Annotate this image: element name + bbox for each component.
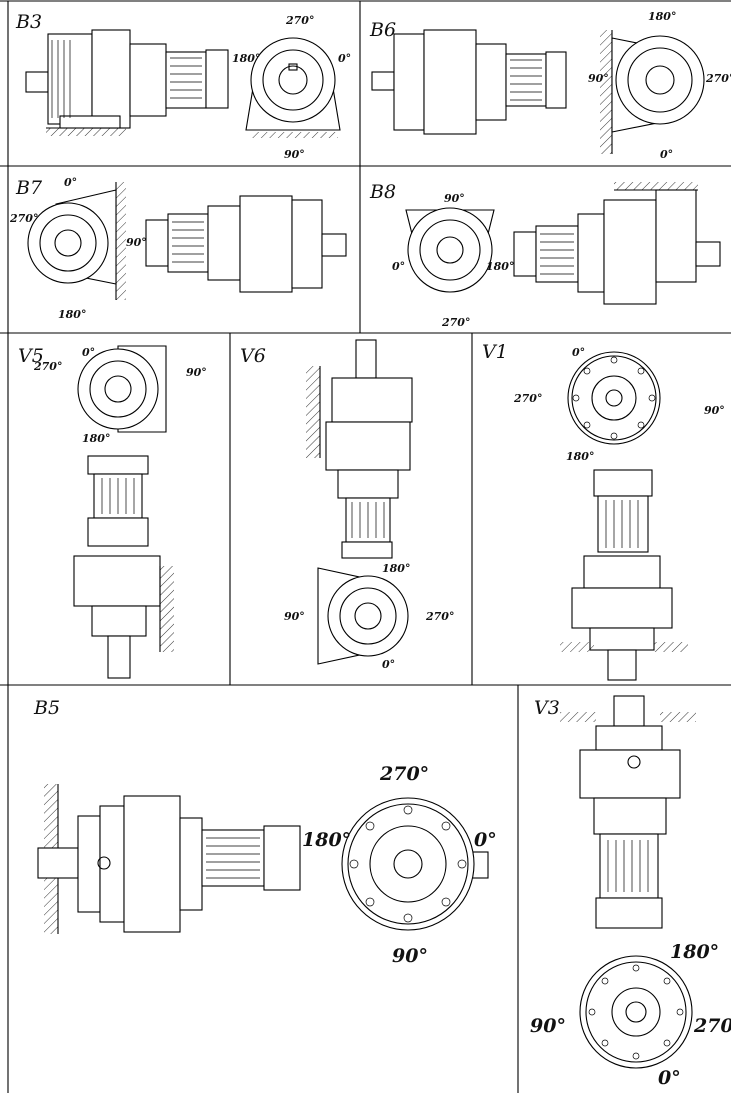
cell-label-V3: V3 xyxy=(534,697,560,719)
angle-label-left: 90° xyxy=(530,1015,566,1037)
angle-label-bottom: 0° xyxy=(382,658,395,671)
flange-end-view xyxy=(245,37,341,138)
angle-label-top: 90° xyxy=(444,192,465,205)
cell-B7: B7 0° 270° 90° 180° xyxy=(9,176,347,321)
flange-end-view xyxy=(341,797,489,931)
angle-label-bottom: 90° xyxy=(392,945,428,967)
gearbox-side-view xyxy=(371,29,567,135)
cell-label-B8: B8 xyxy=(369,181,396,203)
cell-B6: B6 180° 90° 270° 0° xyxy=(369,10,731,161)
flange-end-view xyxy=(600,30,705,154)
cell-V3: V3 xyxy=(530,695,731,1089)
angle-label-bottom: 0° xyxy=(658,1067,681,1089)
angle-label-bottom: 180° xyxy=(58,308,86,321)
cell-V5: V5 0° 270° 90° 180° xyxy=(18,345,207,679)
cell-B5: B5 xyxy=(33,697,497,967)
cell-B8: B8 90° 0° 180° 270° xyxy=(369,181,721,329)
angle-label-right: 0° xyxy=(474,829,497,851)
angle-label-top: 0° xyxy=(82,346,95,359)
cell-V1: V1 xyxy=(482,341,725,681)
gearbox-side-view xyxy=(37,784,301,934)
angle-label-top: 0° xyxy=(64,176,77,189)
cell-label-B3: B3 xyxy=(15,11,42,33)
angle-label-right: 270° xyxy=(425,610,454,623)
angle-label-left: 180° xyxy=(302,829,351,851)
gearbox-vertical-view xyxy=(560,695,696,929)
gearbox-vertical-view xyxy=(560,469,688,681)
angle-label-bottom: 0° xyxy=(660,148,673,161)
cell-label-V5: V5 xyxy=(18,345,44,367)
cell-V6: V6 180° 90° 270° 0° xyxy=(240,339,454,671)
angle-label-bottom: 270° xyxy=(441,316,470,329)
angle-label-top: 180° xyxy=(648,10,676,23)
gearbox-side-view xyxy=(145,195,347,293)
angle-label-bottom: 180° xyxy=(566,450,594,463)
angle-label-left: 0° xyxy=(392,260,405,273)
cell-label-B7: B7 xyxy=(15,177,43,199)
gearbox-side-view xyxy=(513,182,721,305)
flange-end-view xyxy=(579,955,693,1069)
angle-label-left: 270° xyxy=(33,360,62,373)
flange-end-view xyxy=(27,182,126,300)
angle-label-top: 270° xyxy=(379,763,429,785)
angle-label-right: 180° xyxy=(486,260,514,273)
cell-label-V6: V6 xyxy=(240,345,266,367)
angle-label-right: 270° xyxy=(705,72,731,85)
angle-label-top: 0° xyxy=(572,346,585,359)
angle-label-top: 180° xyxy=(382,562,410,575)
angle-label-right: 90° xyxy=(704,404,725,417)
angle-label-left: 90° xyxy=(284,610,305,623)
cell-B3: B3 270° xyxy=(15,11,351,161)
flange-end-view xyxy=(77,345,167,433)
gearbox-vertical-view xyxy=(73,455,174,679)
angle-label-top: 270° xyxy=(285,14,314,27)
angle-label-left: 180° xyxy=(232,52,260,65)
angle-label-right: 90° xyxy=(186,366,207,379)
angle-label-right: 90° xyxy=(126,236,147,249)
angle-label-left: 270° xyxy=(513,392,542,405)
cell-label-B5: B5 xyxy=(33,697,60,719)
angle-label-bottom: 180° xyxy=(82,432,110,445)
angle-label-top: 180° xyxy=(670,941,719,963)
gearbox-side-view xyxy=(25,29,229,136)
angle-label-bottom: 90° xyxy=(284,148,305,161)
flange-end-view xyxy=(317,567,409,665)
cell-label-V1: V1 xyxy=(482,341,508,363)
flange-end-view xyxy=(405,207,495,293)
angle-label-left: 270° xyxy=(9,212,38,225)
flange-end-view xyxy=(567,351,661,445)
angle-label-right: 270° xyxy=(693,1015,731,1037)
gearbox-vertical-view xyxy=(306,339,413,559)
cell-label-B6: B6 xyxy=(369,19,396,41)
angle-label-left: 90° xyxy=(588,72,609,85)
angle-label-right: 0° xyxy=(338,52,351,65)
